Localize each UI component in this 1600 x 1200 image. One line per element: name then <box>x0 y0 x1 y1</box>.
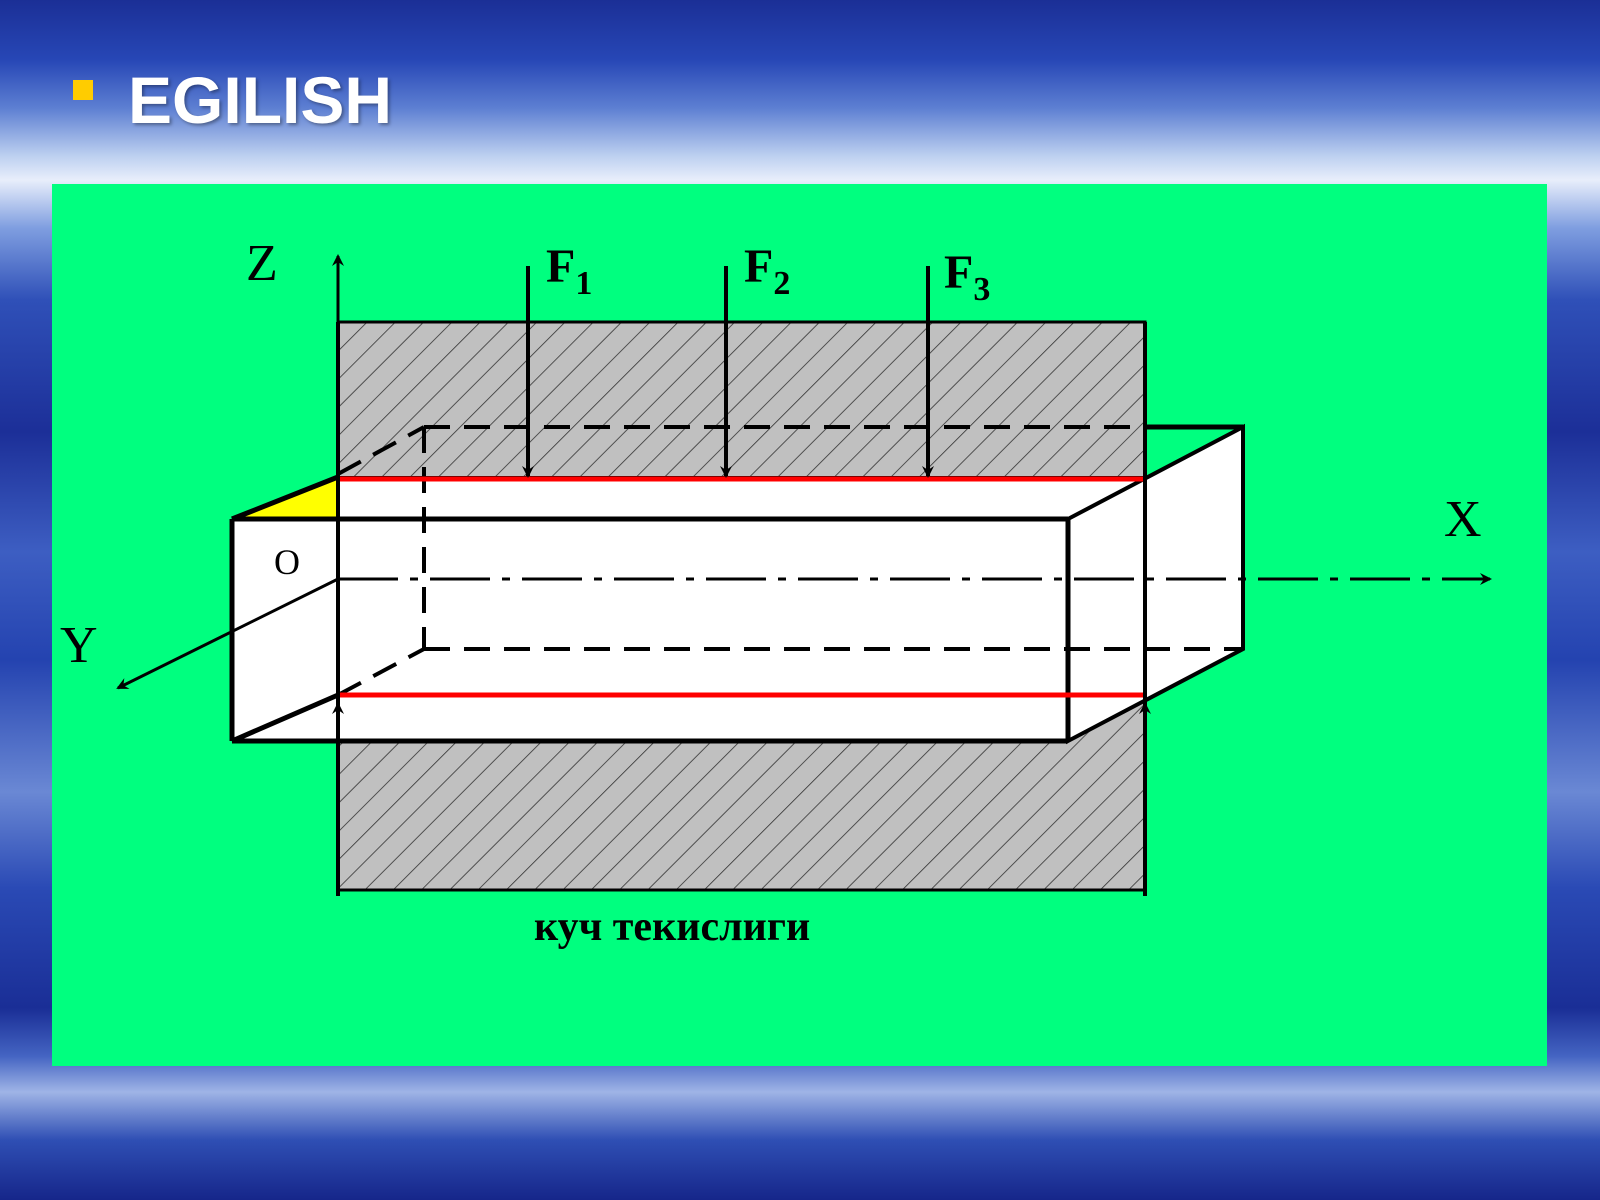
force-f1-label: F1 <box>546 240 592 302</box>
beam-front-body <box>338 519 1068 741</box>
force-plane-caption: куч текислиги <box>534 904 810 950</box>
force-f3-label: F3 <box>944 246 990 308</box>
origin-label: O <box>274 542 300 582</box>
z-axis-label: Z <box>246 235 278 292</box>
hidden-edges <box>337 425 1243 697</box>
title-bullet <box>73 80 93 100</box>
diagram-panel: Z X Y O F1 F2 F3 куч текислиги <box>52 184 1547 1066</box>
x-axis-label: X <box>1444 491 1482 548</box>
y-axis-label: Y <box>60 617 98 674</box>
beam-bending-diagram: Z X Y O F1 F2 F3 куч текислиги <box>60 235 1492 950</box>
y-axis <box>116 577 339 690</box>
slide-title: EGILISH <box>128 63 393 137</box>
force-f2-label: F2 <box>744 240 790 302</box>
